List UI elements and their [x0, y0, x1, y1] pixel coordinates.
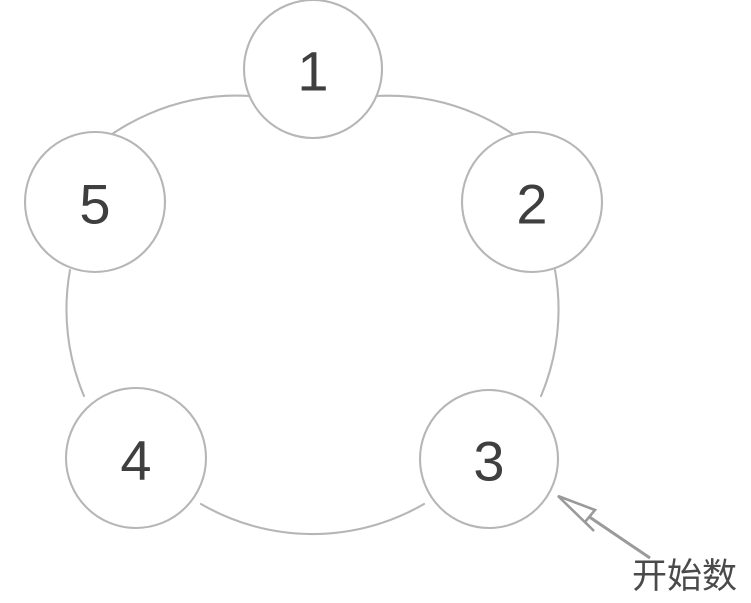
node-5[interactable]: 5	[23, 130, 167, 274]
arrow-head-icon	[557, 494, 598, 532]
node-1[interactable]: 1	[242, 0, 384, 140]
node-1-circle[interactable]	[242, 0, 384, 140]
edge-node3-node4	[199, 502, 426, 535]
node-2-label: 2	[516, 173, 547, 236]
arrow-shaft-icon	[587, 514, 651, 560]
node-2-circle[interactable]	[460, 130, 604, 274]
node-4[interactable]: 4	[64, 386, 208, 530]
edge-node4-node5	[65, 268, 86, 398]
edge-node2-node3	[539, 268, 560, 398]
start-annotation-arrow	[557, 494, 651, 560]
node-5-circle[interactable]	[23, 130, 167, 274]
node-2[interactable]: 2	[460, 130, 604, 274]
node-4-label: 4	[120, 429, 151, 492]
node-5-label: 5	[79, 173, 110, 236]
start-annotation-label: 开始数	[632, 557, 737, 597]
node-3-circle[interactable]	[418, 388, 560, 530]
node-3[interactable]: 3	[418, 388, 560, 530]
node-3-label: 3	[473, 430, 504, 493]
node-4-circle[interactable]	[64, 386, 208, 530]
node-1-label: 1	[297, 40, 328, 103]
